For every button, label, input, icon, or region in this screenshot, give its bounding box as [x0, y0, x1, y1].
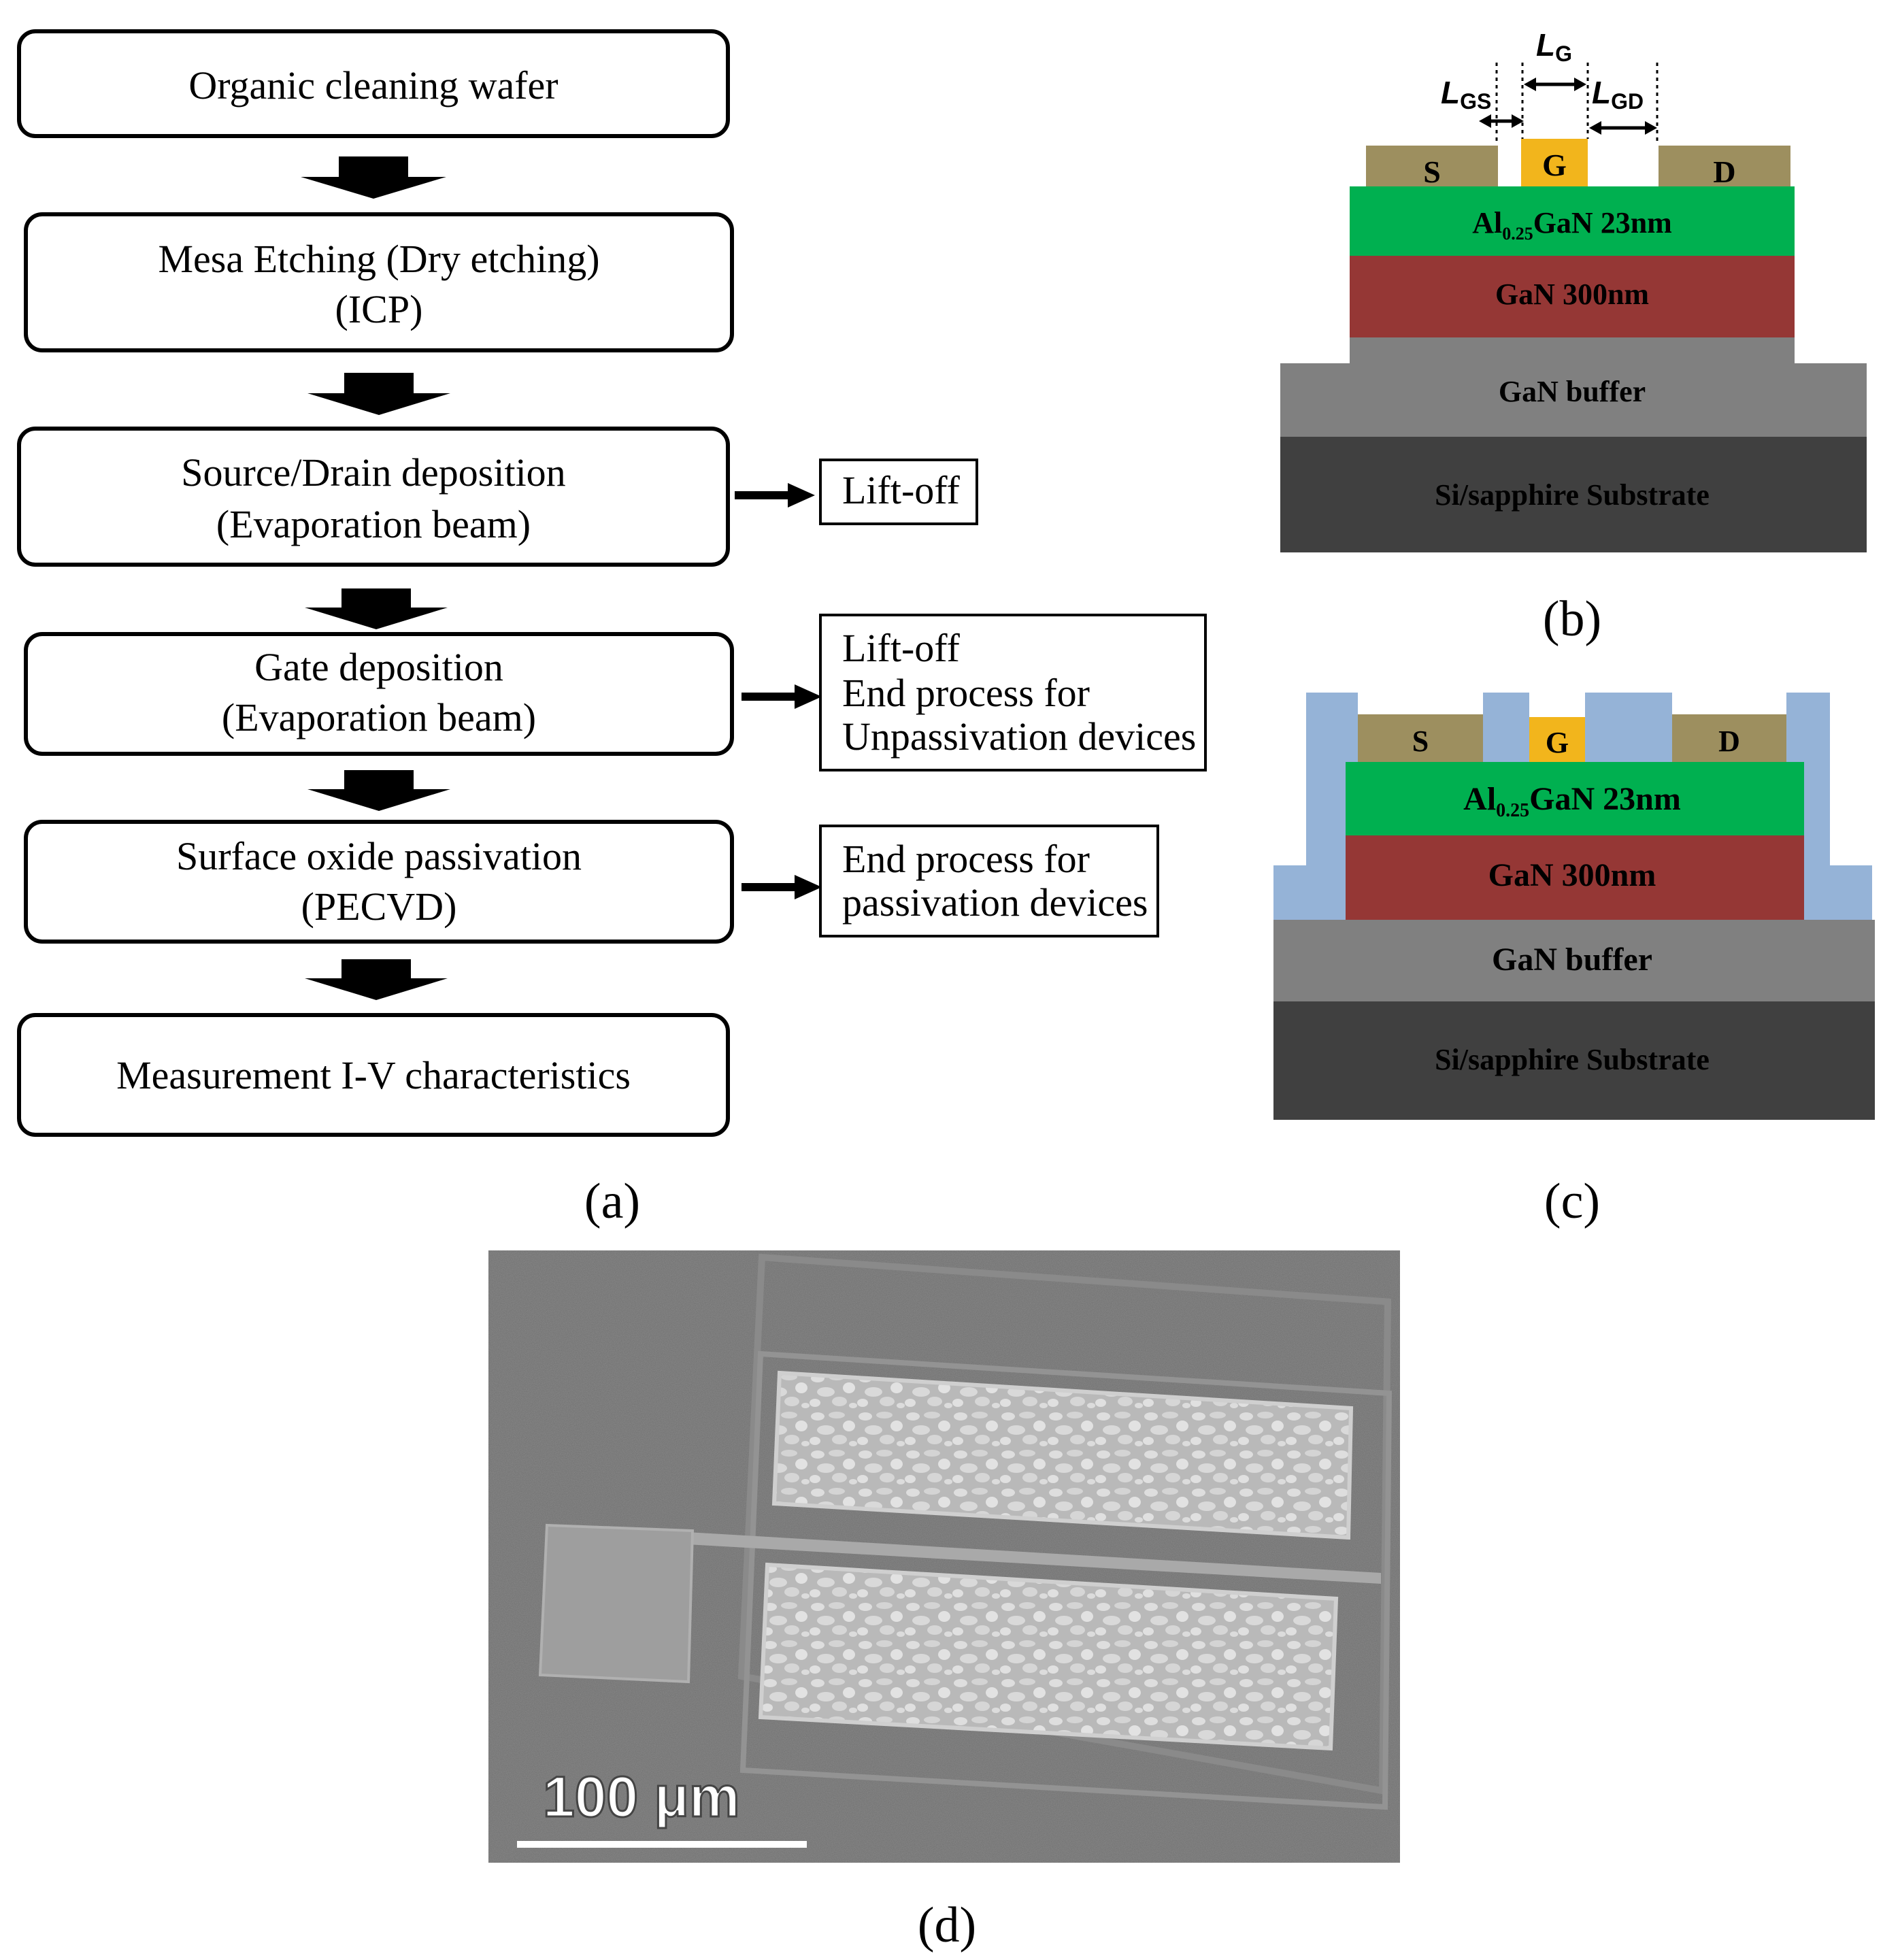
buffer-label: GaN buffer: [1499, 375, 1646, 408]
flow-step-6-text: Measurement I-V characteristics: [116, 1053, 631, 1097]
sem-micrograph: 100 μm: [488, 1250, 1400, 1863]
panel-label-a: (a): [584, 1174, 640, 1229]
flow-step-3-box: [17, 427, 730, 567]
drain-contact-c: [1672, 714, 1786, 762]
flow-arrow-5: [305, 959, 448, 1000]
process-flowchart: Organic cleaning wafer Mesa Etching (Dry…: [17, 29, 1207, 1229]
scale-bar-label: 100 μm: [543, 1765, 740, 1829]
source-contact: [1366, 146, 1498, 186]
flow-step-5-line-2: (PECVD): [301, 884, 457, 929]
note-2-line-1: Lift-off: [842, 626, 961, 670]
flow-step-2-box: [24, 212, 734, 352]
drain-contact: [1659, 146, 1790, 186]
note-1-line-1: Lift-off: [842, 468, 961, 512]
gate-label-c: G: [1546, 726, 1569, 759]
buffer-mesa: [1350, 336, 1795, 365]
buffer-layer-c: [1273, 920, 1875, 1001]
algan-layer-c: [1346, 762, 1804, 835]
lg-label: LG: [1536, 27, 1572, 66]
algan-label: Al0.25GaN 23nm: [1472, 206, 1672, 244]
note-2-box: [819, 614, 1207, 771]
scale-bar: [517, 1841, 807, 1848]
flow-step-1-text: Organic cleaning wafer: [188, 63, 558, 107]
drain-pad-top: [771, 1370, 1354, 1540]
lgs-label: LGS: [1441, 75, 1491, 114]
note-2-line-3: Unpassivation devices: [842, 714, 1196, 759]
device-cross-section-unpassivated: S G D Al0.25GaN 23nm GaN 300nm GaN buffe…: [1280, 27, 1867, 647]
gate-contact: [1521, 139, 1588, 186]
note-1-box: [819, 459, 978, 525]
flow-arrow-2: [307, 373, 450, 415]
source-pad-bottom: [758, 1562, 1339, 1751]
flow-step-2-line-1: Mesa Etching (Dry etching): [158, 237, 599, 281]
flow-arrow-3: [305, 588, 448, 629]
substrate-layer: [1280, 435, 1867, 552]
gan-layer: [1350, 256, 1795, 337]
flow-arrow-4: [307, 770, 450, 811]
flow-step-5-line-1: Surface oxide passivation: [176, 834, 582, 878]
side-arrow-1: [735, 483, 815, 508]
flow-step-3-line-1: Source/Drain deposition: [181, 450, 565, 495]
note-3-line-2: passivation devices: [842, 880, 1148, 925]
drain-label: D: [1713, 154, 1735, 189]
gan-label-c: GaN 300nm: [1488, 857, 1656, 893]
passivation-gate-cap: [1483, 693, 1529, 762]
flow-arrow-1: [301, 156, 446, 199]
passivation-layer: [1273, 693, 1872, 939]
device-cross-section-passivated: S G D Al0.25GaN 23nm GaN 300nm GaN buffe…: [1273, 693, 1875, 1229]
gan-layer-c: [1346, 835, 1804, 920]
gate-label: G: [1542, 148, 1567, 182]
source-label-c: S: [1412, 725, 1429, 758]
algan-layer: [1350, 186, 1795, 256]
panel-label-c: (c): [1544, 1174, 1600, 1229]
side-arrow-2: [741, 684, 822, 709]
flow-step-2-line-2: (ICP): [335, 287, 423, 331]
flow-step-4-line-2: (Evaporation beam): [222, 695, 536, 740]
side-arrow-3: [741, 875, 822, 899]
flow-step-1-box: [17, 29, 730, 138]
algan-label-c: Al0.25GaN 23nm: [1463, 781, 1681, 821]
gate-pad: [538, 1523, 695, 1684]
gate-finger: [687, 1532, 1381, 1584]
flow-step-6-box: [17, 1013, 730, 1137]
buffer-label-c: GaN buffer: [1492, 942, 1652, 978]
note-2-line-2: End process for: [842, 671, 1090, 715]
dimension-arrows: [1479, 78, 1657, 135]
flow-step-4-box: [24, 632, 734, 756]
substrate-label-c: Si/sapphire Substrate: [1435, 1043, 1710, 1076]
panel-label-d: (d): [918, 1897, 976, 1953]
source-label: S: [1423, 154, 1441, 189]
flow-step-3-line-2: (Evaporation beam): [216, 502, 531, 546]
note-3-box: [819, 825, 1159, 937]
gate-contact-c: [1529, 717, 1585, 762]
source-contact-c: [1358, 714, 1483, 762]
panel-label-b: (b): [1543, 591, 1601, 647]
note-3-line-1: End process for: [842, 837, 1090, 881]
buffer-layer: [1280, 363, 1867, 437]
dimension-guides: [1495, 63, 1659, 144]
flow-step-4-line-1: Gate deposition: [254, 645, 503, 689]
flow-step-5-box: [24, 820, 734, 944]
device-outline-inner: [739, 1350, 1393, 1810]
lgd-label: LGD: [1592, 75, 1644, 114]
drain-label-c: D: [1718, 725, 1740, 758]
substrate-label: Si/sapphire Substrate: [1435, 478, 1710, 512]
substrate-layer-c: [1273, 1000, 1875, 1120]
gan-label: GaN 300nm: [1495, 278, 1649, 311]
